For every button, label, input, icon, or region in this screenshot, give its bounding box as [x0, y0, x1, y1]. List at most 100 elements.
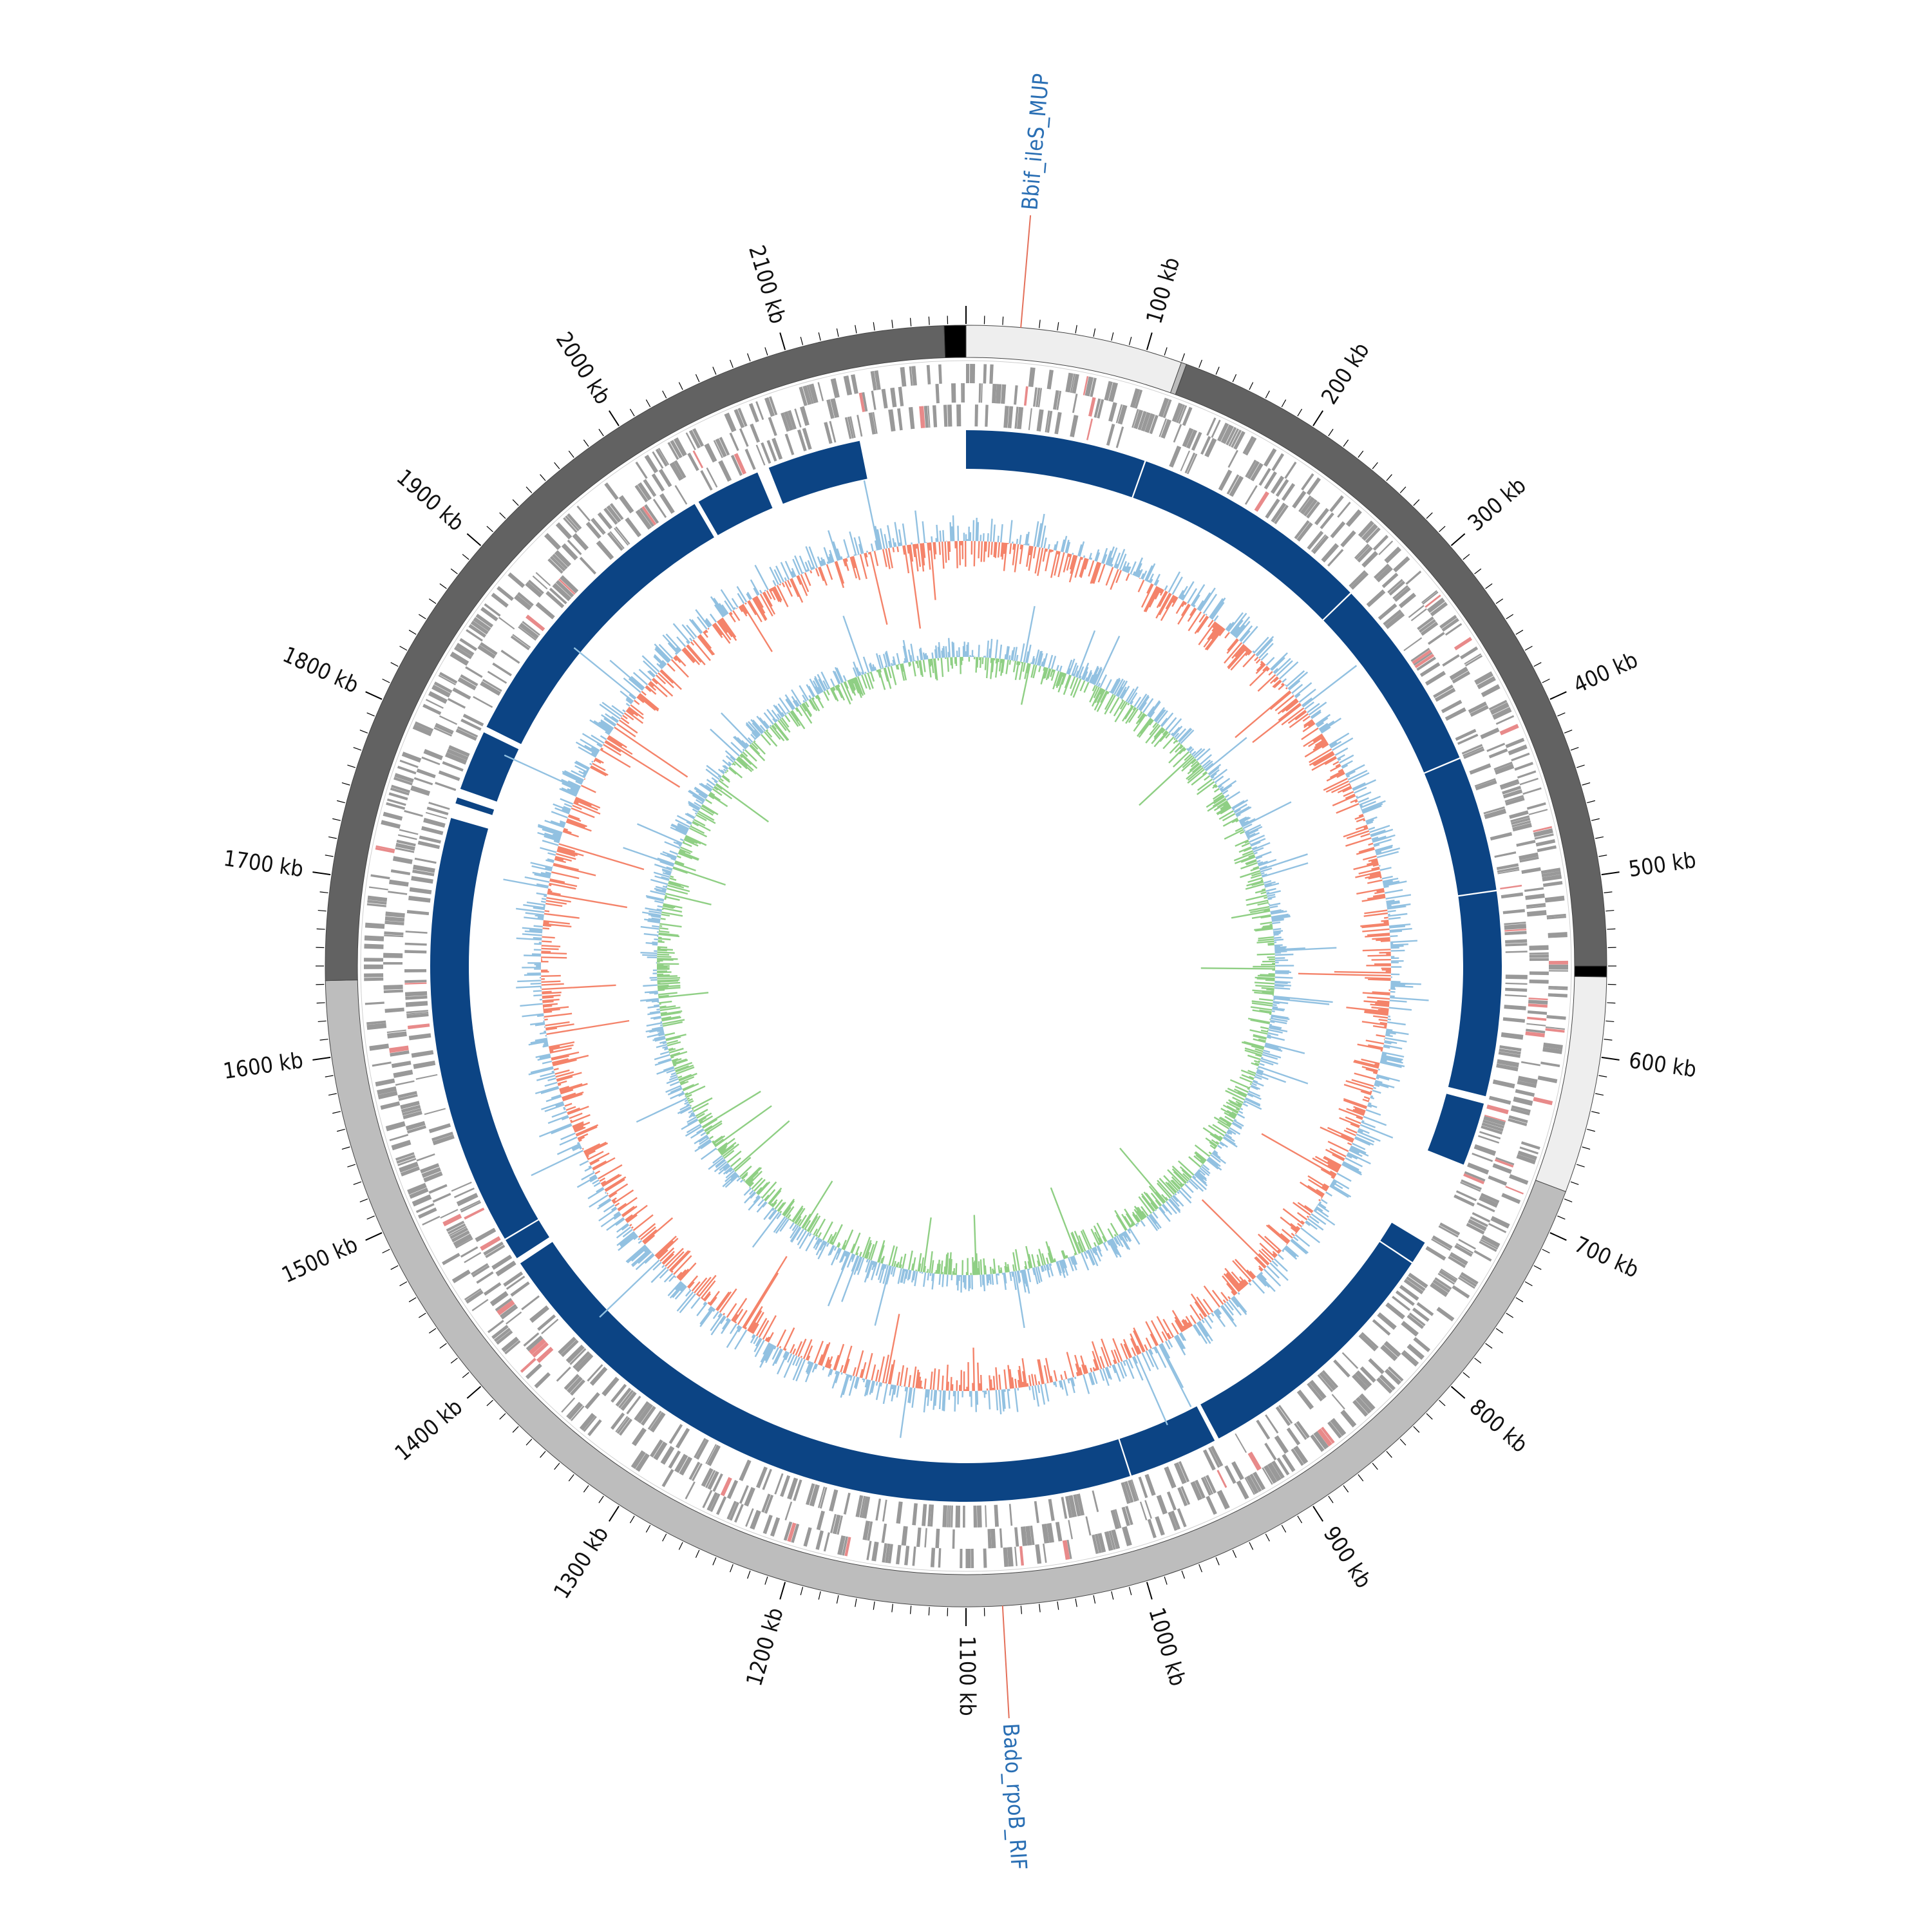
gene-feature	[1247, 460, 1260, 480]
gene-feature	[667, 442, 679, 460]
tick-label: 2100 kb	[743, 242, 791, 327]
gene-feature	[768, 417, 777, 437]
gene-feature	[1378, 540, 1394, 556]
gene-feature	[1227, 450, 1238, 468]
gene-feature	[1158, 397, 1170, 418]
gene-feature	[618, 1390, 634, 1409]
gene-feature	[762, 1468, 772, 1490]
gene-feature	[973, 1505, 978, 1528]
gene-feature	[1526, 802, 1546, 810]
gene-feature	[451, 1230, 470, 1243]
gene-feature	[1434, 687, 1456, 702]
gene-feature	[1505, 987, 1528, 992]
gene-feature	[1492, 706, 1512, 720]
gene-feature	[1508, 1115, 1528, 1124]
major-tick	[1601, 1056, 1620, 1061]
minor-tick	[1249, 1542, 1254, 1550]
gene-feature	[531, 1341, 549, 1358]
minor-tick	[1413, 499, 1420, 506]
gene-feature	[1461, 1179, 1482, 1191]
gene-feature	[367, 895, 388, 902]
gene-feature	[851, 374, 858, 394]
minor-tick	[325, 1075, 334, 1077]
gene-feature	[730, 455, 743, 477]
gene-feature	[1504, 994, 1527, 998]
gene-feature	[739, 428, 749, 447]
gene-feature	[1384, 546, 1402, 564]
minor-tick	[836, 328, 839, 337]
gene-feature	[404, 980, 427, 983]
gene-feature	[720, 1477, 732, 1497]
tick-label: 600 kb	[1627, 1048, 1698, 1083]
gene-feature	[974, 404, 978, 427]
gene-feature	[1065, 372, 1074, 393]
gene-feature	[406, 1125, 426, 1134]
minor-tick	[341, 1146, 350, 1150]
gene-feature	[1110, 1510, 1120, 1530]
gene-feature	[1182, 406, 1193, 426]
gene-feature	[1510, 815, 1530, 822]
gene-feature	[1430, 1282, 1449, 1297]
gene-feature	[407, 1023, 430, 1030]
gene-feature	[471, 1263, 489, 1276]
gene-feature	[787, 1477, 799, 1500]
gene-feature	[990, 1528, 996, 1549]
minor-tick	[512, 1426, 519, 1433]
gene-feature	[384, 920, 404, 925]
gene-feature	[609, 503, 624, 520]
gene-feature	[1529, 952, 1549, 955]
gene-feature	[408, 895, 431, 903]
gene-feature	[989, 364, 994, 384]
gene-feature	[611, 1383, 627, 1403]
gene-feature	[1300, 497, 1315, 515]
minor-tick	[1181, 1570, 1185, 1579]
gene-feature	[1501, 1193, 1521, 1204]
gc-skew-negative	[656, 656, 1276, 1276]
gene-feature	[956, 404, 961, 427]
minor-tick	[428, 598, 437, 604]
gene-feature	[1094, 1533, 1103, 1553]
minor-tick	[462, 1372, 469, 1378]
gene-feature	[806, 384, 814, 404]
gene-feature	[1467, 1162, 1490, 1175]
gene-feature	[579, 556, 597, 575]
gene-feature	[755, 444, 766, 466]
gene-feature	[1533, 828, 1553, 837]
minor-tick	[873, 1601, 875, 1610]
gene-feature	[514, 594, 532, 611]
gene-feature	[952, 1529, 955, 1549]
minor-tick	[873, 322, 875, 331]
minor-tick	[583, 439, 589, 447]
contig-segment-3	[1574, 965, 1607, 978]
gene-feature	[1061, 1497, 1068, 1519]
gene-feature	[446, 748, 469, 761]
gene-feature	[768, 396, 778, 415]
gene-feature	[911, 366, 917, 386]
gene-feature	[1388, 580, 1406, 596]
gene-feature	[433, 726, 452, 737]
gene-feature	[422, 1215, 440, 1226]
gene-feature	[1141, 412, 1151, 432]
gene-feature	[1028, 367, 1036, 388]
gene-feature	[462, 714, 484, 726]
gene-feature	[423, 749, 443, 761]
gene-feature	[615, 526, 630, 545]
minor-tick	[1524, 645, 1533, 651]
gene-feature	[552, 553, 568, 570]
minor-tick	[1297, 1515, 1303, 1524]
minor-tick	[891, 1604, 893, 1613]
gene-feature	[1121, 1506, 1130, 1526]
gene-feature	[1519, 1146, 1539, 1155]
gene-feature	[1425, 594, 1441, 608]
gene-feature	[567, 539, 582, 555]
gene-feature	[1416, 1302, 1434, 1316]
gene-feature	[673, 437, 687, 457]
gene-feature	[1528, 999, 1548, 1005]
gene-feature	[1410, 647, 1430, 662]
minor-tick	[337, 800, 345, 804]
gene-feature	[1320, 512, 1334, 529]
gene-feature	[497, 1300, 515, 1316]
gene-feature	[652, 451, 664, 469]
gene-feature	[1442, 654, 1460, 667]
gene-feature	[418, 1207, 437, 1219]
